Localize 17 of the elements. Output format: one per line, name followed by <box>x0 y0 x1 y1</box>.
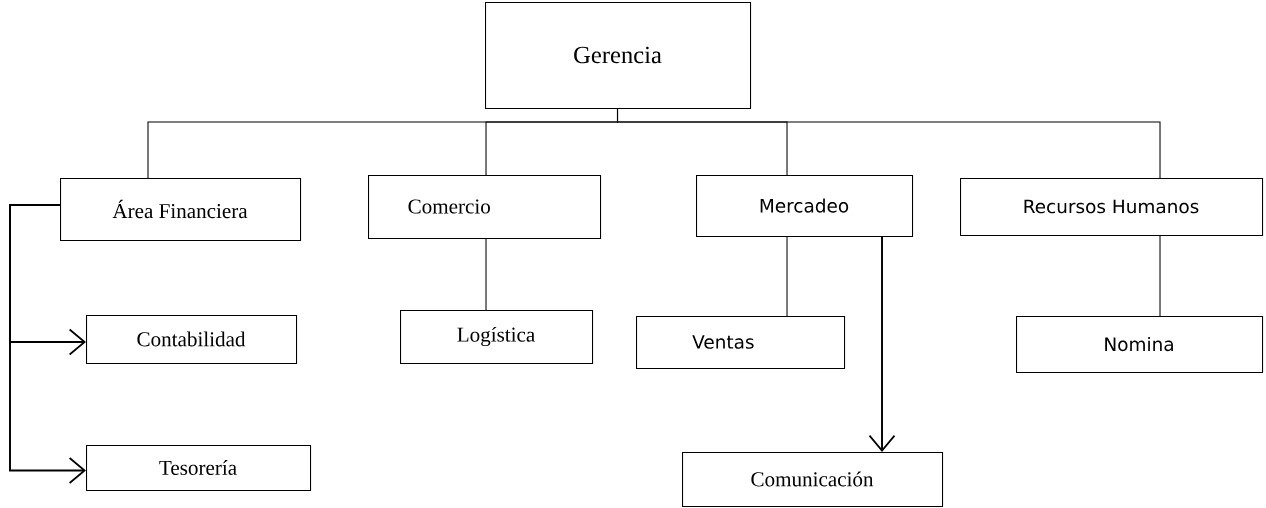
connector <box>617 107 1161 179</box>
org-box: Contabilidad <box>86 315 298 365</box>
org-box: Tesorería <box>86 445 312 492</box>
org-box: Logística <box>400 310 594 365</box>
org-box: Comunicación <box>682 452 944 508</box>
org-box: Mercadeo <box>696 175 914 238</box>
org-box: Nomina <box>1016 316 1264 374</box>
connector <box>485 237 487 311</box>
org-box: Recursos Humanos <box>960 178 1264 237</box>
connector <box>1159 234 1161 317</box>
connector <box>9 204 86 484</box>
connector <box>868 235 896 452</box>
org-box: Gerencia <box>485 2 752 110</box>
org-box: Área Financiera <box>60 178 302 242</box>
org-box: Ventas <box>636 316 846 370</box>
org-box: Comercio <box>368 175 602 240</box>
connector <box>786 235 788 317</box>
